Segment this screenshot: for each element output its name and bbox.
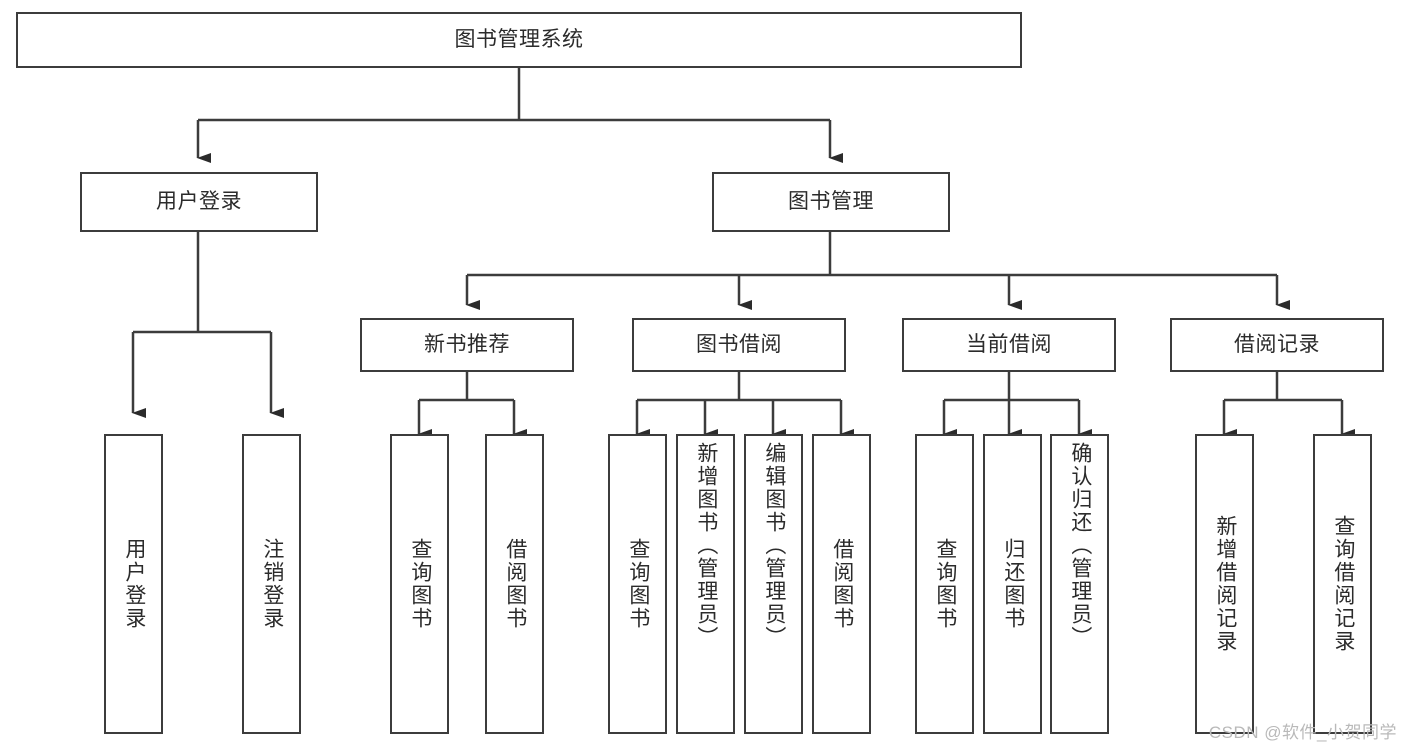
node-new-book-recommend-label: 新书推荐 <box>424 333 510 357</box>
leaf-query-book-2[interactable]: 查询图书 <box>608 434 667 734</box>
leaf-confirm-return-label: 确认归还（管理员） <box>1068 442 1092 649</box>
leaf-query-book-3[interactable]: 查询图书 <box>915 434 974 734</box>
node-new-book-recommend[interactable]: 新书推荐 <box>360 318 574 372</box>
leaf-return-book[interactable]: 归还图书 <box>983 434 1042 734</box>
node-root[interactable]: 图书管理系统 <box>16 12 1022 68</box>
node-book-management-label: 图书管理 <box>788 190 874 214</box>
leaf-user-login[interactable]: 用户登录 <box>104 434 163 734</box>
leaf-add-record-label: 新增借阅记录 <box>1213 515 1237 653</box>
leaf-query-book-2-label: 查询图书 <box>626 538 650 630</box>
node-book-management[interactable]: 图书管理 <box>712 172 950 232</box>
leaf-add-book-label: 新增图书（管理员） <box>694 442 718 649</box>
node-book-borrow-label: 图书借阅 <box>696 333 782 357</box>
node-book-borrow[interactable]: 图书借阅 <box>632 318 846 372</box>
leaf-query-book-3-label: 查询图书 <box>933 538 957 630</box>
leaf-query-record-label: 查询借阅记录 <box>1331 515 1355 653</box>
leaf-query-record[interactable]: 查询借阅记录 <box>1313 434 1372 734</box>
node-current-borrow-label: 当前借阅 <box>966 333 1052 357</box>
leaf-borrow-book-2-label: 借阅图书 <box>830 538 854 630</box>
leaf-return-book-label: 归还图书 <box>1001 538 1025 630</box>
leaf-query-book-1-label: 查询图书 <box>408 538 432 630</box>
watermark: CSDN @软件_小贺同学 <box>1208 723 1397 742</box>
leaf-logout-label: 注销登录 <box>260 538 284 630</box>
leaf-logout[interactable]: 注销登录 <box>242 434 301 734</box>
leaf-borrow-book-2[interactable]: 借阅图书 <box>812 434 871 734</box>
leaf-edit-book[interactable]: 编辑图书（管理员） <box>744 434 803 734</box>
leaf-user-login-label: 用户登录 <box>122 538 146 630</box>
leaf-borrow-book-1[interactable]: 借阅图书 <box>485 434 544 734</box>
leaf-query-book-1[interactable]: 查询图书 <box>390 434 449 734</box>
node-borrow-record[interactable]: 借阅记录 <box>1170 318 1384 372</box>
node-borrow-record-label: 借阅记录 <box>1234 333 1320 357</box>
leaf-edit-book-label: 编辑图书（管理员） <box>762 442 786 649</box>
leaf-confirm-return[interactable]: 确认归还（管理员） <box>1050 434 1109 734</box>
node-user-login-label: 用户登录 <box>156 190 242 214</box>
node-current-borrow[interactable]: 当前借阅 <box>902 318 1116 372</box>
leaf-add-record[interactable]: 新增借阅记录 <box>1195 434 1254 734</box>
leaf-borrow-book-1-label: 借阅图书 <box>503 538 527 630</box>
node-root-label: 图书管理系统 <box>454 28 584 52</box>
node-user-login[interactable]: 用户登录 <box>80 172 318 232</box>
leaf-add-book[interactable]: 新增图书（管理员） <box>676 434 735 734</box>
